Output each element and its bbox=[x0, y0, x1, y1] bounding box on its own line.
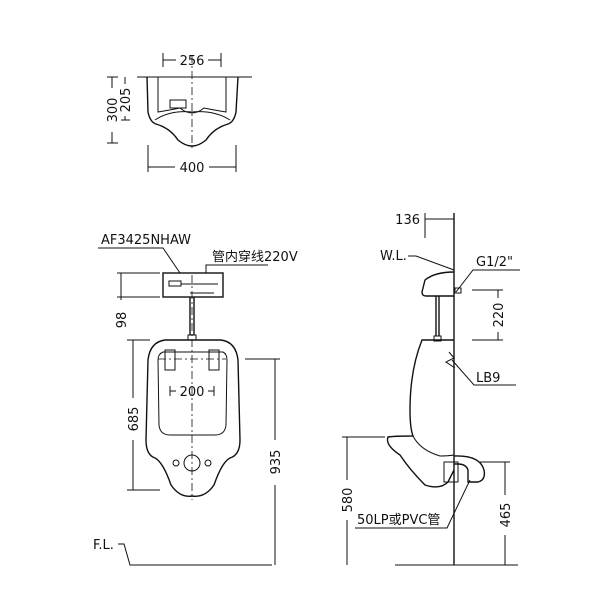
dim-400: 400 bbox=[180, 161, 205, 176]
sensor-box bbox=[162, 272, 224, 298]
urinal-side-outline bbox=[386, 339, 455, 488]
dim-300: 300 bbox=[106, 98, 121, 123]
top-view: 256 400 300 205 bbox=[106, 53, 252, 176]
model-label: AF3425NHAW bbox=[101, 233, 191, 248]
dim-220: 220 bbox=[492, 303, 507, 328]
dim-935: 935 bbox=[269, 450, 284, 475]
drain-outlet bbox=[183, 454, 201, 472]
inlet-label: G1/2" bbox=[476, 255, 513, 270]
drain-trap bbox=[453, 455, 486, 483]
wiring-note: 管内穿线220V bbox=[212, 249, 298, 265]
dim-136: 136 bbox=[395, 213, 420, 228]
bracket-label: LB9 bbox=[476, 371, 500, 386]
urinal-front-outline bbox=[145, 339, 241, 497]
floor-line bbox=[118, 543, 272, 566]
bracket-lb9 bbox=[445, 351, 456, 369]
dim-685: 685 bbox=[127, 407, 142, 432]
dim-205: 205 bbox=[119, 88, 134, 113]
drain-label: 50LP或PVC管 bbox=[357, 513, 440, 528]
front-view: AF3425NHAW 管内穿线220V 200 98 685 935 F.L. bbox=[93, 233, 298, 566]
dim-580: 580 bbox=[341, 488, 356, 513]
dim-256: 256 bbox=[180, 54, 205, 69]
dim-98: 98 bbox=[115, 312, 130, 329]
flush-valve-top bbox=[169, 99, 187, 109]
floor-label: F.L. bbox=[93, 538, 114, 553]
side-view: 136 W.L. G1/2" 220 LB9 580 50LP或PVC管 465 bbox=[341, 213, 520, 566]
sensor-side bbox=[421, 271, 455, 297]
dim-465: 465 bbox=[499, 503, 514, 528]
wall-label: W.L. bbox=[380, 249, 407, 264]
dim-200: 200 bbox=[180, 385, 205, 400]
